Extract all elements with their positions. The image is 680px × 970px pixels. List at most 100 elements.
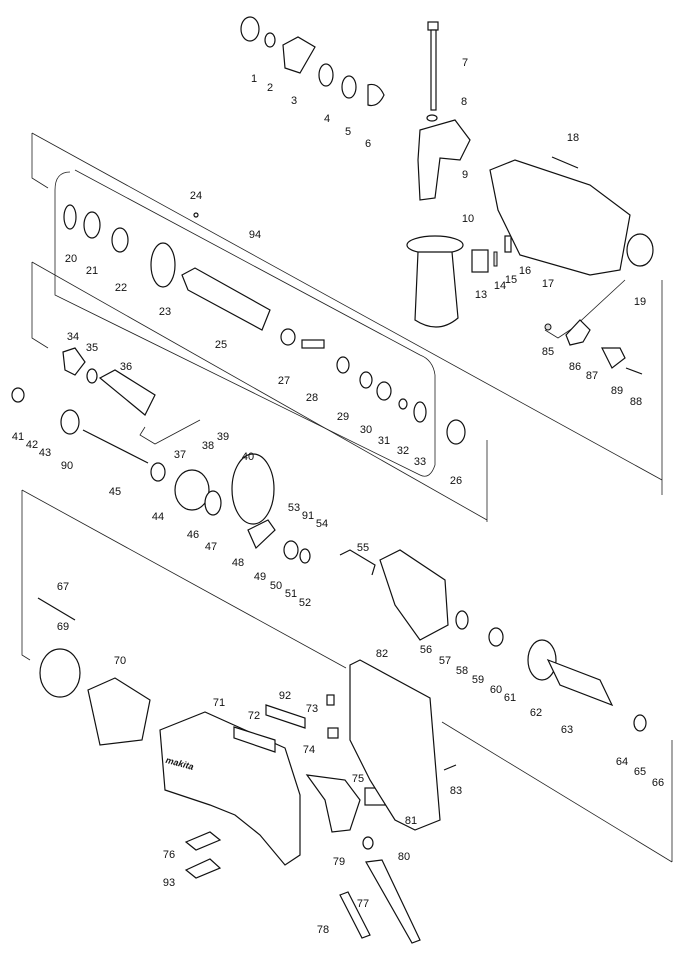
- callout-44: 44: [152, 511, 164, 523]
- callout-61: 61: [504, 692, 516, 704]
- callout-56: 56: [420, 644, 432, 656]
- part-shape: [427, 21, 439, 31]
- part-shape: [551, 156, 579, 169]
- callout-28: 28: [306, 392, 318, 404]
- callout-29: 29: [337, 411, 349, 423]
- callout-93: 93: [163, 877, 175, 889]
- part-shape: [413, 401, 427, 423]
- frame-line: [31, 132, 663, 481]
- part-shape: [181, 267, 271, 331]
- part-shape: [37, 597, 76, 621]
- callout-91: 91: [302, 510, 314, 522]
- callout-13: 13: [475, 289, 487, 301]
- part-shape: [305, 774, 361, 833]
- callout-21: 21: [86, 265, 98, 277]
- part-shape: [159, 711, 301, 866]
- callout-94: 94: [249, 229, 261, 241]
- callout-48: 48: [232, 557, 244, 569]
- callout-9: 9: [462, 169, 468, 181]
- part-shape: [299, 548, 311, 564]
- part-shape: [359, 371, 373, 389]
- callout-80: 80: [398, 851, 410, 863]
- callout-60: 60: [490, 684, 502, 696]
- callout-40: 40: [242, 451, 254, 463]
- part-shape: [379, 549, 449, 641]
- callout-85: 85: [542, 346, 554, 358]
- part-shape: [265, 704, 306, 729]
- part-shape: [471, 249, 489, 273]
- callout-63: 63: [561, 724, 573, 736]
- parts-drawings: makita: [11, 16, 654, 944]
- callout-27: 27: [278, 375, 290, 387]
- part-shape: [318, 63, 334, 87]
- part-shape: [204, 490, 222, 516]
- callout-55: 55: [357, 542, 369, 554]
- part-shape: [301, 339, 325, 349]
- callout-32: 32: [397, 445, 409, 457]
- part-shape: [430, 29, 437, 111]
- callout-38: 38: [202, 440, 214, 452]
- callout-64: 64: [616, 756, 628, 768]
- part-shape: [184, 831, 222, 851]
- callout-41: 41: [12, 431, 24, 443]
- callout-31: 31: [378, 435, 390, 447]
- part-shape: [282, 36, 316, 74]
- callout-81: 81: [405, 815, 417, 827]
- part-number-callouts: 1234567891013141516171819202122232425262…: [12, 57, 664, 936]
- callout-39: 39: [217, 431, 229, 443]
- callout-36: 36: [120, 361, 132, 373]
- part-shape: [184, 858, 222, 879]
- callout-3: 3: [291, 95, 297, 107]
- callout-70: 70: [114, 655, 126, 667]
- assembly-frames: [21, 132, 673, 863]
- callout-87: 87: [586, 370, 598, 382]
- frame-line: [31, 261, 488, 521]
- callout-23: 23: [159, 306, 171, 318]
- callout-45: 45: [109, 486, 121, 498]
- callout-57: 57: [439, 655, 451, 667]
- callout-89: 89: [611, 385, 623, 397]
- part-shape: [633, 714, 647, 732]
- callout-14: 14: [494, 280, 506, 292]
- callout-25: 25: [215, 339, 227, 351]
- part-shape: [233, 726, 276, 753]
- callout-15: 15: [505, 274, 517, 286]
- part-shape: [264, 32, 276, 48]
- part-shape: [365, 859, 421, 944]
- part-shape: [565, 319, 591, 346]
- part-shape: [326, 694, 335, 706]
- part-shape: [544, 323, 552, 331]
- part-shape: [339, 549, 376, 576]
- part-shape: [398, 398, 408, 410]
- part-shape: [82, 429, 149, 464]
- callout-35: 35: [86, 342, 98, 354]
- callout-92: 92: [279, 690, 291, 702]
- callout-5: 5: [345, 126, 351, 138]
- callout-47: 47: [205, 541, 217, 553]
- callout-82: 82: [376, 648, 388, 660]
- part-shape: [150, 242, 176, 288]
- callout-78: 78: [317, 924, 329, 936]
- part-shape: [626, 233, 654, 267]
- part-shape: [98, 369, 156, 416]
- part-shape: [601, 347, 626, 369]
- callout-86: 86: [569, 361, 581, 373]
- callout-66: 66: [652, 777, 664, 789]
- callout-37: 37: [174, 449, 186, 461]
- part-shape: [62, 347, 86, 376]
- callout-18: 18: [567, 132, 579, 144]
- part-shape: [174, 469, 210, 511]
- part-shape: [247, 519, 276, 550]
- callout-71: 71: [213, 697, 225, 709]
- part-shape: [504, 235, 512, 253]
- callout-26: 26: [450, 475, 462, 487]
- callout-50: 50: [270, 580, 282, 592]
- part-shape: [341, 75, 357, 99]
- part-shape: [362, 836, 374, 850]
- frame-line: [31, 133, 49, 189]
- part-shape: [488, 627, 504, 647]
- callout-75: 75: [352, 773, 364, 785]
- part-shape: [39, 648, 81, 698]
- part-shape: [417, 119, 471, 201]
